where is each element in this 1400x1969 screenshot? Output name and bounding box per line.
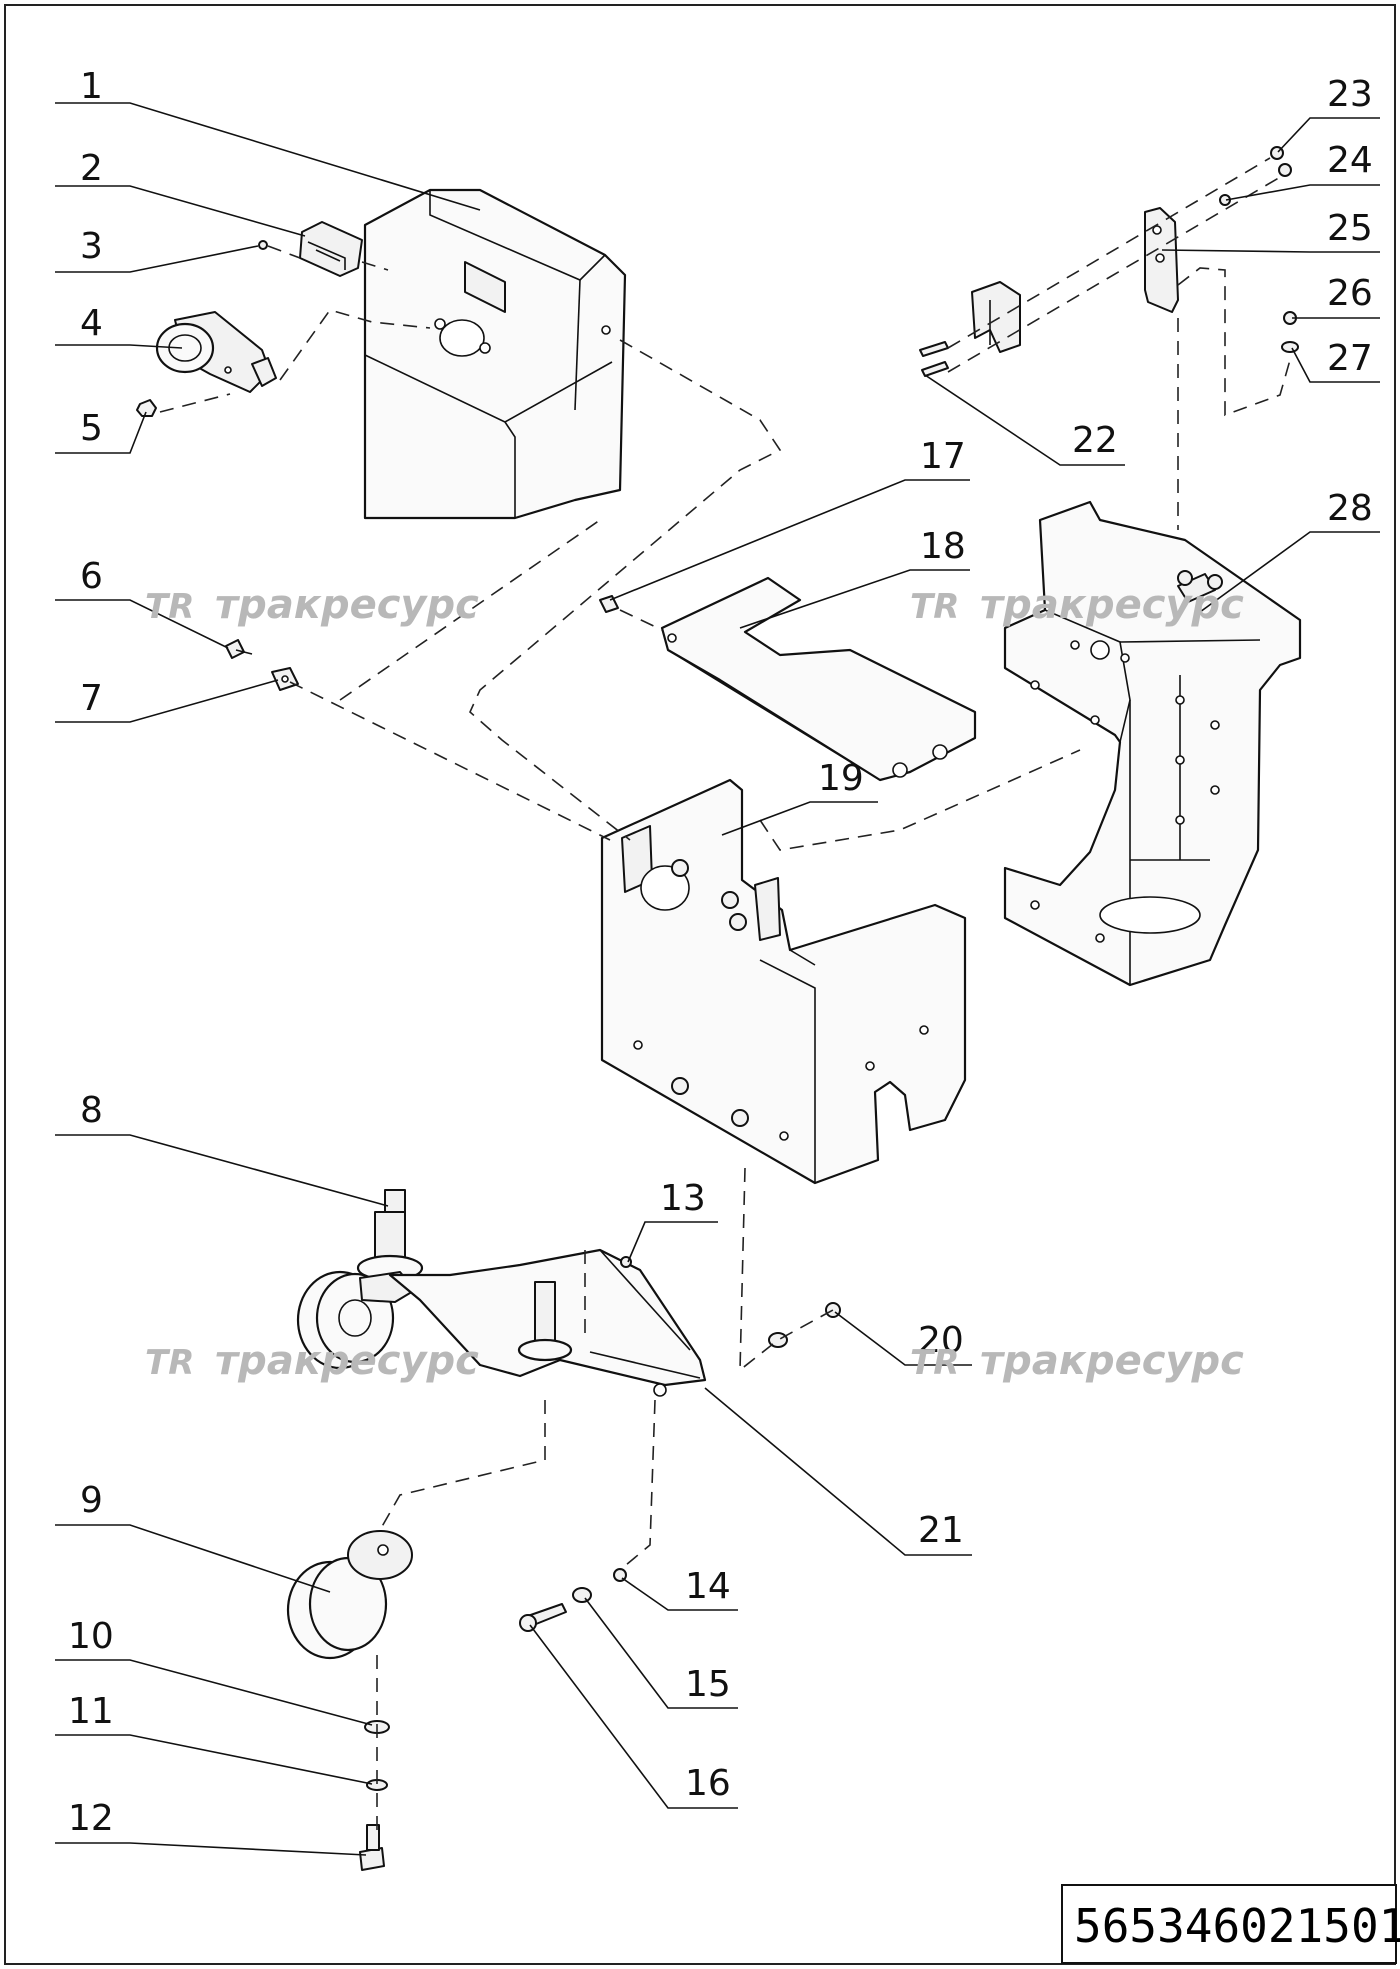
document-number-box: 565346021501 [1061,1884,1400,1964]
part-27-washer [1281,341,1299,353]
part-24-washer [1219,163,1292,206]
callout-21: 21 [918,1510,964,1551]
drawing-frame [4,4,1396,1965]
callout-10: 10 [68,1616,114,1657]
part-9-wheel [286,1530,413,1660]
part-28-lifting-bracket [1003,500,1302,987]
part-7-clip-nut [271,667,299,691]
watermark: TR тракресурс [910,1338,1244,1384]
callout-11: 11 [68,1691,114,1732]
part-6-bolt [225,639,253,659]
watermark: TR тракресурс [145,582,479,628]
watermark: TR тракресурс [910,582,1244,628]
callout-24: 24 [1327,140,1373,181]
part-22-sensor-block [919,281,1021,377]
watermark-text: тракресурс [215,1338,479,1384]
callout-22: 22 [1072,420,1118,461]
callout-23: 23 [1327,74,1373,115]
callout-25: 25 [1327,208,1373,249]
part-3-screw [258,240,268,250]
part-17-bolt [599,595,619,613]
callout-16: 16 [685,1763,731,1804]
callout-19: 19 [818,758,864,799]
callout-26: 26 [1327,273,1373,314]
callout-12: 12 [68,1798,114,1839]
callout-3: 3 [80,226,103,267]
callout-13: 13 [660,1178,706,1219]
callout-8: 8 [80,1090,103,1131]
watermark: TR тракресурс [145,1338,479,1384]
part-1-control-housing [363,188,627,520]
part-2-switch [299,221,363,277]
callout-27: 27 [1327,338,1373,379]
part-15-washer [572,1587,592,1603]
part-4-rotary-connector [155,311,277,393]
callout-15: 15 [685,1664,731,1705]
callouts: 1 2 3 4 5 6 7 8 9 10 11 12 13 14 15 16 1… [55,66,1380,1856]
part-19-main-bracket [600,778,967,1185]
callout-20: 20 [918,1320,964,1361]
watermark-text: тракресурс [980,1338,1244,1384]
watermark-text: тракресурс [980,582,1244,628]
callout-2: 2 [80,148,103,189]
callout-7: 7 [80,678,103,719]
callout-6: 6 [80,556,103,597]
assembly-lines [159,157,1291,1835]
part-21-wheel-beam [388,1248,707,1397]
part-8-caster [296,1189,424,1370]
callout-5: 5 [80,408,103,449]
part-5-nut [136,399,157,417]
part-12-bolt [359,1824,385,1871]
callout-14: 14 [685,1566,731,1607]
watermark-logo: TR [145,587,194,627]
callout-17: 17 [920,436,966,477]
watermark-logo: TR [910,587,959,627]
part-25-small-bracket [1144,207,1179,313]
callout-4: 4 [80,303,103,344]
watermark-logo: TR [910,1343,959,1383]
callout-18: 18 [920,526,966,567]
callout-1: 1 [80,66,103,107]
document-number: 565346021501 [1074,1899,1400,1953]
callout-28: 28 [1327,488,1373,529]
watermark-logo: TR [145,1343,194,1383]
watermark-text: тракресурс [215,582,479,628]
callout-9: 9 [80,1480,103,1521]
part-16-bolt [519,1603,567,1632]
